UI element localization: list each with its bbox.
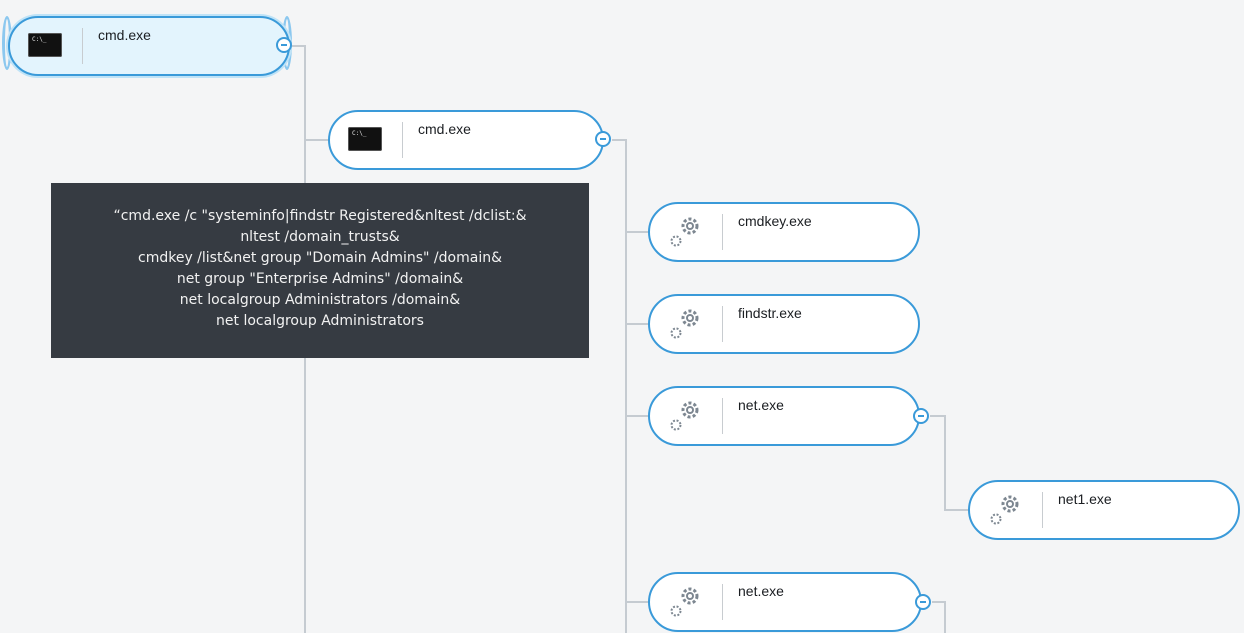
tooltip-line: nltest /domain_trusts& bbox=[240, 229, 400, 245]
collapse-root-cmd-button[interactable] bbox=[276, 37, 292, 53]
process-node-net-b[interactable]: net.exe bbox=[648, 572, 922, 632]
connector-child-trunk bbox=[612, 139, 627, 633]
cmd-icon: C:\_ bbox=[344, 122, 384, 158]
tooltip-line: “cmd.exe /c "systeminfo|findstr Register… bbox=[113, 208, 527, 224]
node-divider bbox=[722, 398, 723, 434]
process-node-net1[interactable]: net1.exe bbox=[968, 480, 1240, 540]
node-divider bbox=[722, 214, 723, 250]
gear-icon bbox=[664, 306, 704, 342]
node-label: cmd.exe bbox=[418, 121, 471, 137]
process-node-child-cmd[interactable]: C:\_ cmd.exe bbox=[328, 110, 604, 170]
tooltip-line: net localgroup Administrators bbox=[216, 313, 424, 329]
tooltip-line: cmdkey /list&net group "Domain Admins" /… bbox=[138, 250, 502, 266]
tooltip-line: net localgroup Administrators /domain& bbox=[179, 292, 461, 308]
node-label: findstr.exe bbox=[738, 305, 802, 321]
node-divider bbox=[722, 584, 723, 620]
tooltip-line: net group "Enterprise Admins" /domain& bbox=[176, 271, 464, 287]
gear-icon bbox=[664, 398, 704, 434]
node-divider bbox=[722, 306, 723, 342]
connector-net-b-out bbox=[932, 601, 946, 633]
connector-root-trunk bbox=[292, 45, 306, 633]
node-label: net1.exe bbox=[1058, 491, 1112, 507]
node-label: cmd.exe bbox=[98, 27, 151, 43]
node-divider bbox=[1042, 492, 1043, 528]
node-label: cmdkey.exe bbox=[738, 213, 812, 229]
gear-icon bbox=[984, 492, 1024, 528]
node-divider bbox=[402, 122, 403, 158]
node-label: net.exe bbox=[738, 583, 784, 599]
process-node-cmdkey[interactable]: cmdkey.exe bbox=[648, 202, 920, 262]
process-node-findstr[interactable]: findstr.exe bbox=[648, 294, 920, 354]
connector-to-net1 bbox=[930, 415, 970, 511]
gear-icon bbox=[664, 584, 704, 620]
node-label: net.exe bbox=[738, 397, 784, 413]
collapse-child-cmd-button[interactable] bbox=[595, 131, 611, 147]
collapse-net-a-button[interactable] bbox=[913, 408, 929, 424]
command-line-tooltip: “cmd.exe /c "systeminfo|findstr Register… bbox=[51, 183, 589, 358]
process-node-root-cmd[interactable]: C:\_ cmd.exe bbox=[8, 16, 290, 76]
process-node-net-a[interactable]: net.exe bbox=[648, 386, 920, 446]
gear-icon bbox=[664, 214, 704, 250]
cmd-icon: C:\_ bbox=[24, 28, 64, 64]
collapse-net-b-button[interactable] bbox=[915, 594, 931, 610]
node-divider bbox=[82, 28, 83, 64]
